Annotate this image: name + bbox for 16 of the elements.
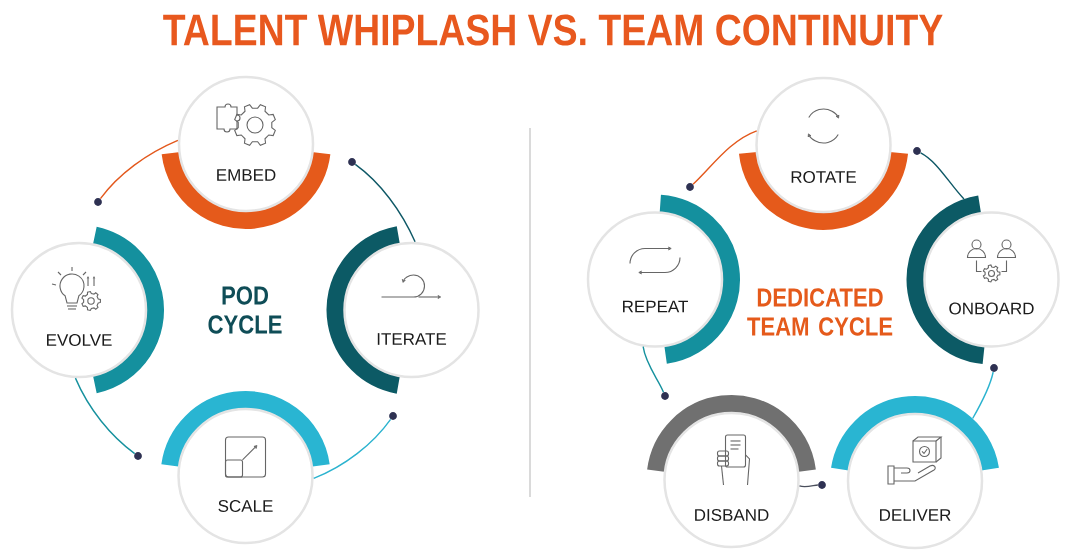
connector (919, 152, 965, 200)
connector (798, 484, 819, 488)
connector (354, 163, 416, 243)
node-label: DISBAND (695, 508, 769, 522)
cycle-label: POD CYCLE (208, 286, 282, 334)
connector (313, 418, 392, 480)
node-label: DELIVER (880, 509, 951, 521)
node-label: ONBOARD (949, 302, 1034, 315)
connector (74, 377, 136, 455)
connector (99, 139, 179, 200)
connector (971, 371, 994, 420)
cycle-label: DEDICATED TEAM CYCLE (747, 288, 893, 336)
title: TALENT WHIPLASH VS. TEAM CONTINUITY (163, 14, 943, 46)
node-label: SCALE (218, 499, 273, 513)
connector (642, 346, 665, 393)
connector (692, 130, 758, 185)
